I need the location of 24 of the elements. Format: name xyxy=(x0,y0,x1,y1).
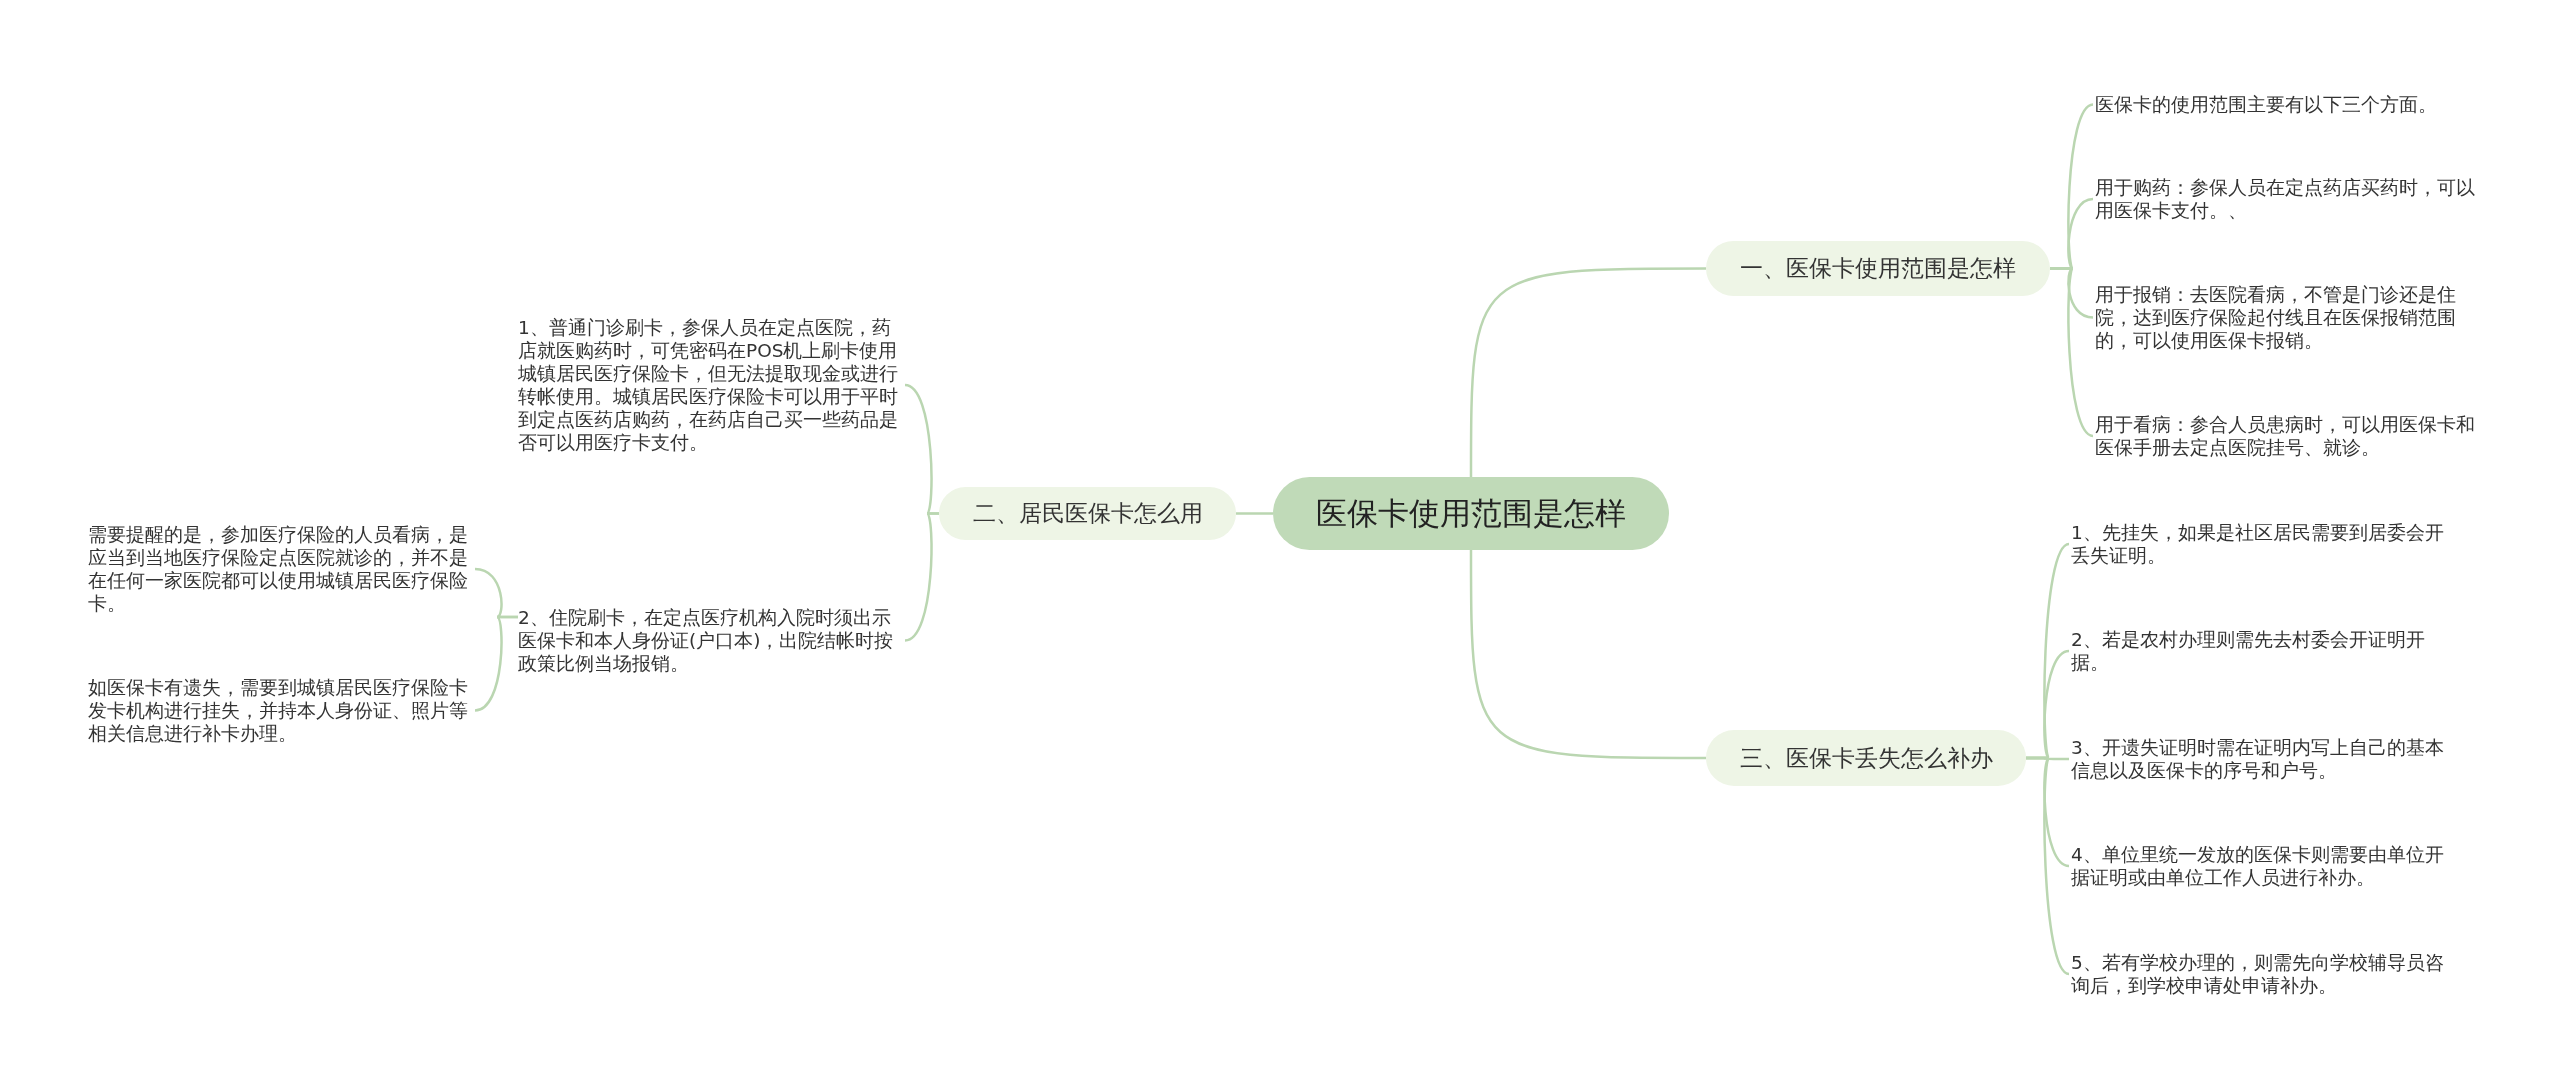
note-text: 2、住院刷卡，在定点医疗机构入院时须出示医保卡和本人身份证(户口本)，出院结帐时按政策比例当场报销。 xyxy=(518,606,903,675)
note-text: 1、先挂失，如果是社区居民需要到居委会开丢失证明。 xyxy=(2071,521,2449,567)
note-text: 医保卡的使用范围主要有以下三个方面。 xyxy=(2095,93,2480,116)
connector-line xyxy=(474,615,518,712)
connector-line xyxy=(1469,550,1706,760)
note-text: 2、若是农村办理则需先去村委会开证明开据。 xyxy=(2071,628,2449,674)
topic-pill: 一、医保卡使用范围是怎样 xyxy=(1706,241,2050,296)
note-text: 如医保卡有遗失，需要到城镇居民医疗保险卡发卡机构进行挂失，并持本人身份证、照片等相关信息进行补卡办理。 xyxy=(88,676,473,745)
note-text: 3、开遗失证明时需在证明内写上自己的基本信息以及医保卡的序号和户号。 xyxy=(2071,736,2449,782)
note-text: 用于报销：去医院看病，不管是门诊还是住院，达到医疗保险起付线且在医保报销范围的，可以使用医保卡报销。 xyxy=(2095,283,2480,352)
note-text: 用于购药：参保人员在定点药店买药时，可以用医保卡支付。、 xyxy=(2095,176,2480,222)
connector-line xyxy=(1469,267,1706,477)
topic-pill: 三、医保卡丢失怎么补办 xyxy=(1706,730,2026,786)
connector-line xyxy=(904,512,939,642)
note-text: 用于看病：参合人员患病时，可以用医保卡和医保手册去定点医院挂号、就诊。 xyxy=(2095,413,2480,459)
note-text: 需要提醒的是，参加医疗保险的人员看病，是应当到当地医疗保险定点医院就诊的，并不是在任何一家医院都可以使用城镇居民医疗保险卡。 xyxy=(88,523,473,615)
topic-pill: 二、居民医保卡怎么用 xyxy=(939,487,1236,540)
connector-line xyxy=(2026,756,2070,976)
connector-line xyxy=(2050,267,2094,438)
central-topic: 医保卡使用范围是怎样 xyxy=(1273,477,1669,550)
note-text: 1、普通门诊刷卡，参保人员在定点医院，药店就医购药时，可凭密码在POS机上刷卡使用城镇居民医疗保险卡，但无法提取现金或进行转帐使用。城镇居民医疗保险卡可以用于平时到定点医药店购药，在药店自己买一些药品是否可以用医疗卡支付。 xyxy=(518,316,903,454)
connector-line xyxy=(1236,512,1273,515)
note-text: 4、单位里统一发放的医保卡则需要由单位开据证明或由单位工作人员进行补办。 xyxy=(2071,843,2449,889)
note-text: 5、若有学校办理的，则需先向学校辅导员咨询后，到学校申请处申请补办。 xyxy=(2071,951,2449,997)
